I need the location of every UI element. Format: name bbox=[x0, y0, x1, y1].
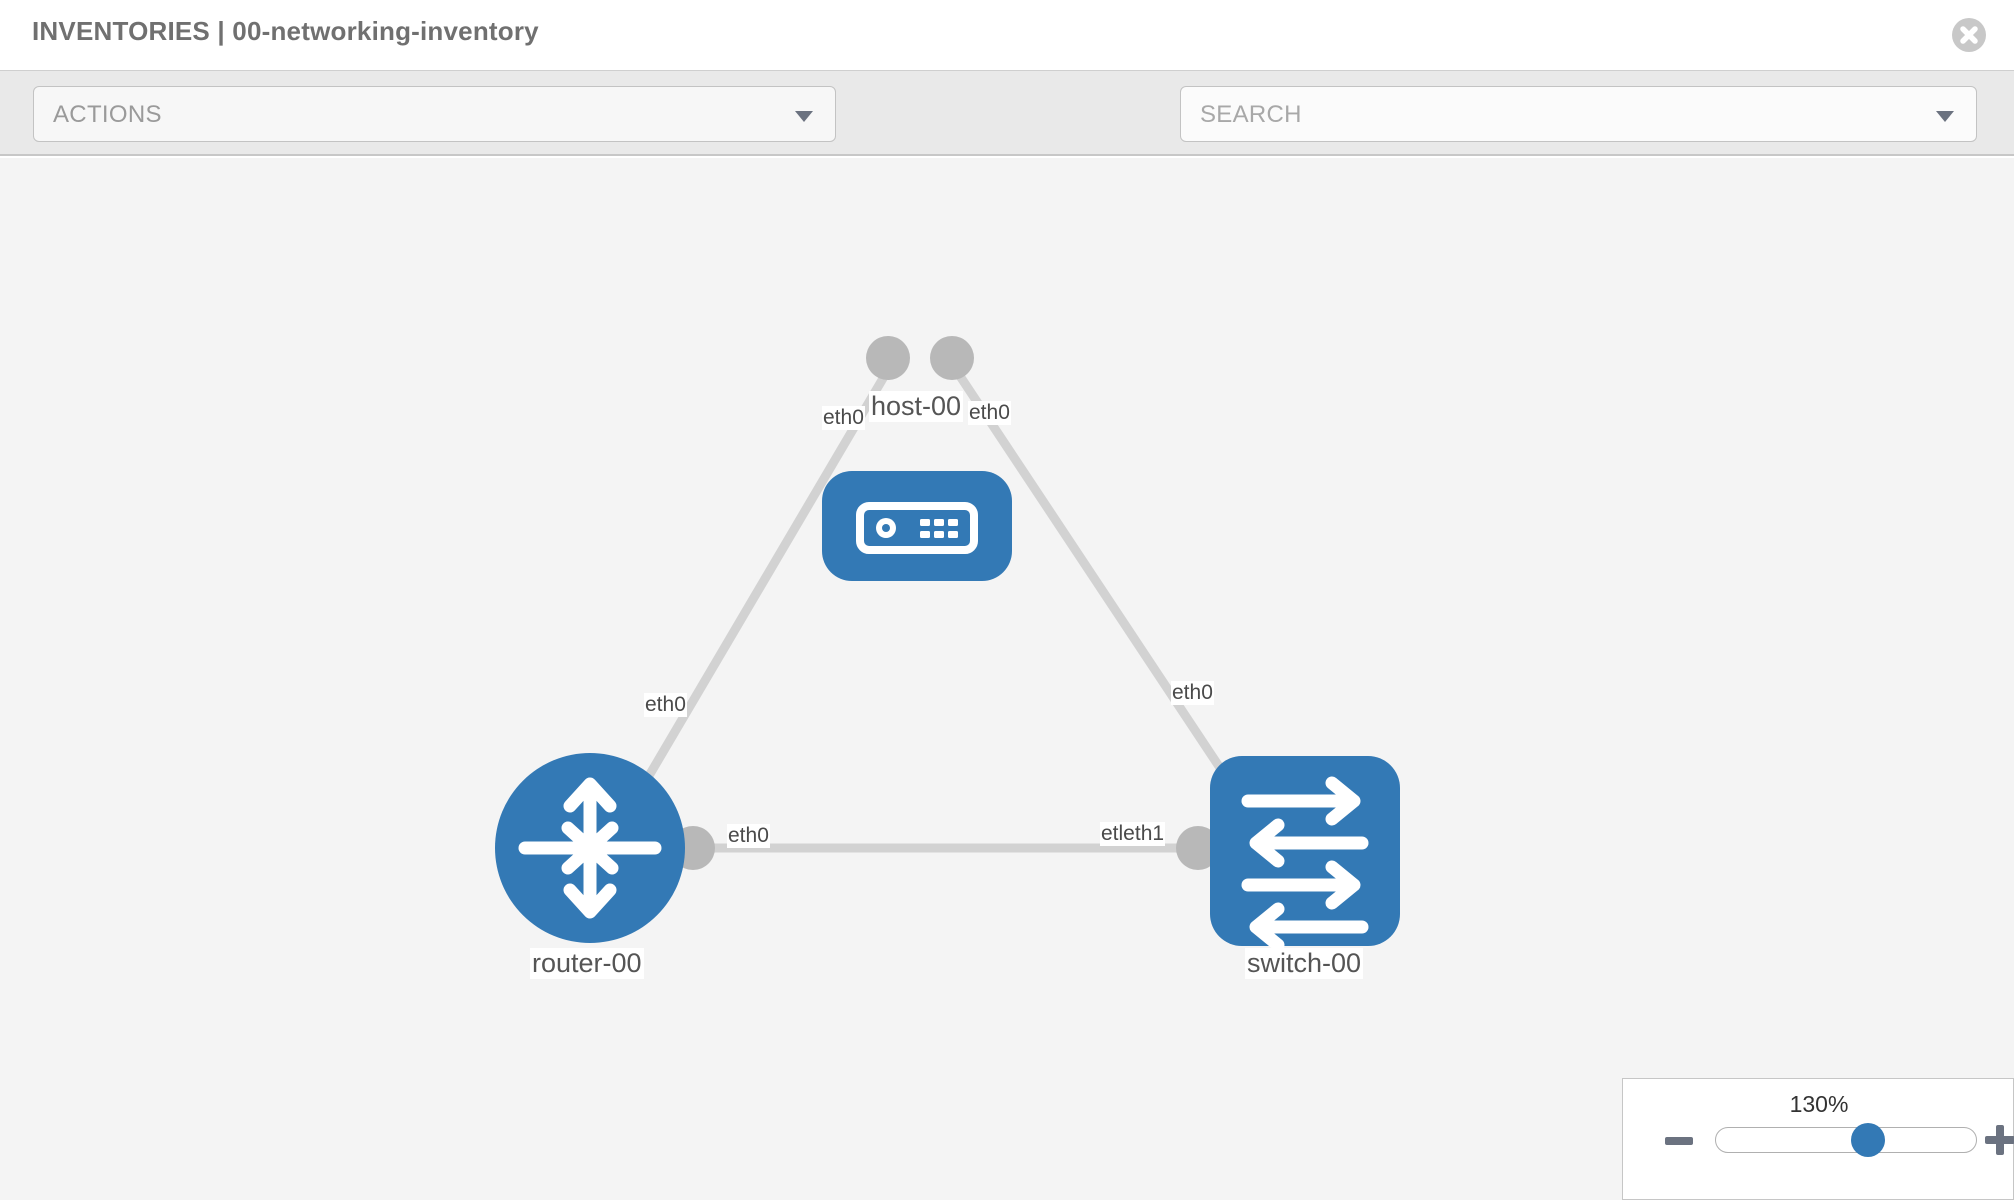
search-placeholder: SEARCH bbox=[1200, 101, 1302, 128]
page-header: INVENTORIES | 00-networking-inventory bbox=[0, 0, 2014, 71]
iface-label-router-uplink: eth0 bbox=[644, 693, 687, 718]
node-label-switch-00: switch-00 bbox=[1245, 948, 1364, 980]
zoom-in-button[interactable] bbox=[1985, 1125, 2014, 1155]
node-switch-00 bbox=[1210, 756, 1400, 952]
zoom-slider-thumb[interactable] bbox=[1851, 1123, 1885, 1157]
iface-label-switch-uplink: eth0 bbox=[1171, 681, 1214, 706]
four-arrows-icon bbox=[518, 777, 662, 919]
node-router-00 bbox=[495, 753, 685, 943]
topology-ports bbox=[671, 336, 1259, 870]
node-host-00 bbox=[822, 471, 1012, 581]
zoom-slider-track[interactable] bbox=[1715, 1127, 1977, 1153]
topology-links bbox=[626, 355, 1245, 853]
actions-dropdown-label: ACTIONS bbox=[53, 101, 162, 128]
page-title: INVENTORIES | 00-networking-inventory bbox=[32, 16, 539, 46]
topology-graph bbox=[495, 336, 1400, 952]
server-icon bbox=[856, 502, 978, 554]
port-host-right bbox=[930, 336, 974, 380]
port-host-left bbox=[866, 336, 910, 380]
actions-dropdown[interactable]: ACTIONS bbox=[33, 86, 836, 142]
zoom-level-value: 130% bbox=[1789, 1091, 1849, 1117]
link-host-router bbox=[626, 355, 899, 811]
zoom-out-button[interactable] bbox=[1665, 1137, 1693, 1145]
chevron-down-icon bbox=[1936, 111, 1954, 122]
chevron-down-icon bbox=[795, 111, 813, 122]
search-input[interactable]: SEARCH bbox=[1180, 86, 1977, 142]
iface-label-host-left: eth0 bbox=[822, 406, 865, 431]
link-host-switch bbox=[944, 355, 1244, 801]
port-switch-left bbox=[1176, 826, 1220, 870]
swap-arrows-icon bbox=[1241, 776, 1369, 952]
close-icon[interactable] bbox=[1952, 18, 1986, 52]
iface-label-router-right: eth0 bbox=[727, 824, 770, 849]
iface-label-host-right: eth0 bbox=[968, 401, 1011, 426]
node-label-router-00: router-00 bbox=[530, 948, 644, 980]
topology-canvas[interactable]: eth0 host-00 eth0 eth0 eth0 eth0 etleth1… bbox=[0, 158, 2014, 1200]
iface-label-switch-left: etleth1 bbox=[1100, 822, 1166, 847]
toolbar: ACTIONS SEARCH bbox=[0, 71, 2014, 199]
zoom-control-panel: 130% bbox=[1622, 1078, 2014, 1200]
node-label-host-00: host-00 bbox=[869, 391, 964, 423]
